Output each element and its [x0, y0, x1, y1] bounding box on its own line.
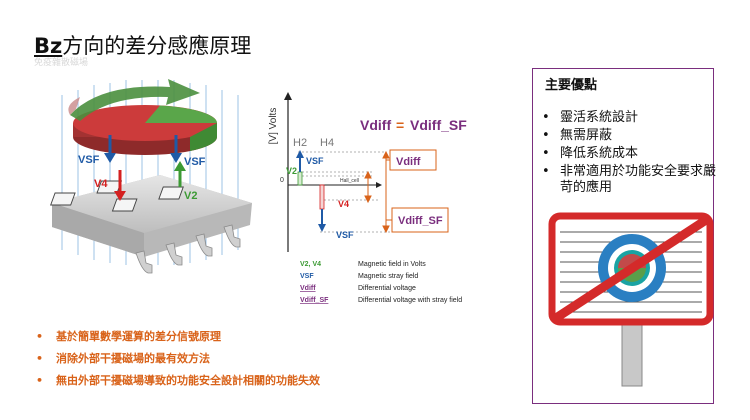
- page-subtitle: 免疫雜散磁場: [34, 58, 89, 68]
- advantage-item: 靈活系統設計: [540, 110, 720, 126]
- page-title: Bz方向的差分感應原理: [34, 30, 251, 60]
- rotating-magnet: [73, 105, 217, 155]
- key-points-list: 基於簡單數學運算的差分信號原理 消除外部干擾磁場的最有效方法 無由外部干擾磁場導…: [34, 330, 320, 396]
- legend-key-v: V2, V4: [300, 261, 321, 268]
- legend-key-vdiff: Vdiff: [300, 285, 316, 292]
- legend-desc-vsf: Magnetic stray field: [358, 273, 418, 280]
- differential-diagram: [V] Volts 0 Hall_cell H2 H4 Vdiff = Vdif…: [268, 92, 467, 304]
- zero-label: 0: [280, 177, 284, 184]
- title-prefix: Bz: [34, 34, 63, 58]
- label-v2-graph: V2: [286, 166, 297, 176]
- v4-bar: [319, 184, 325, 210]
- reference-lines: [298, 151, 392, 233]
- vdiff-sf-box: [391, 207, 449, 233]
- formula-equals: =: [396, 117, 404, 133]
- rotation-arrow-icon: [68, 79, 200, 121]
- formula-left: Vdiff: [360, 117, 391, 133]
- advantage-item: 降低系統成本: [540, 146, 720, 162]
- formula: Vdiff = Vdiff_SF: [360, 117, 467, 133]
- label-v4-graph: V4: [338, 199, 349, 209]
- sensor-illustration: VSF V4 VSF V2: [50, 79, 252, 274]
- advantage-item: 非常適用於功能安全要求嚴苛的應用: [540, 164, 720, 196]
- key-point: 基於簡單數學運算的差分信號原理: [34, 330, 320, 352]
- label-vsf-right: VSF: [184, 156, 206, 168]
- v2-bar: [297, 171, 303, 186]
- label-vsf-left: VSF: [78, 154, 100, 166]
- legend-desc-vdiff: Differential voltage: [358, 285, 416, 292]
- legend-key-vdiff-sf: Vdiff_SF: [300, 297, 329, 304]
- label-v4: V4: [94, 178, 108, 190]
- x-axis-label: Hall_cell: [340, 178, 359, 184]
- label-v2: V2: [184, 190, 197, 202]
- vdiff-box-label: Vdiff: [396, 156, 421, 168]
- vsf-bottom-arrow-icon: [318, 224, 326, 232]
- label-vsf-top: VSF: [306, 156, 324, 166]
- dimension-lines: [364, 150, 390, 234]
- vsf-top-arrow-icon: [296, 150, 304, 158]
- header-h2: H2: [293, 137, 307, 149]
- y-axis-arrow-icon: [284, 92, 292, 100]
- formula-right: Vdiff_SF: [410, 117, 467, 133]
- key-point: 消除外部干擾磁場的最有效方法: [34, 352, 320, 374]
- advantages-list: 靈活系統設計 無需屏蔽 降低系統成本 非常適用於功能安全要求嚴苛的應用: [540, 110, 720, 198]
- legend-desc-vdiff-sf: Differential voltage with stray field: [358, 297, 462, 304]
- legend-key-vsf: VSF: [300, 273, 314, 280]
- field-arrows: [104, 135, 186, 201]
- x-axis-arrow-icon: [376, 182, 382, 188]
- y-axis-label: [V] Volts: [268, 108, 279, 145]
- label-vsf-bottom: VSF: [336, 230, 354, 240]
- vdiff-sf-box-label: Vdiff_SF: [398, 215, 443, 227]
- advantages-title: 主要優點: [545, 78, 598, 93]
- legend: V2, V4 Magnetic field in Volts VSF Magne…: [300, 261, 462, 304]
- key-point: 無由外部干擾磁場導致的功能安全設計相關的功能失效: [34, 374, 320, 396]
- no-shielding-sign-icon: [548, 212, 714, 387]
- ic-package: [50, 175, 252, 274]
- advantage-item: 無需屏蔽: [540, 128, 720, 144]
- legend-desc-v: Magnetic field in Volts: [358, 261, 426, 268]
- title-rest: 方向的差分感應原理: [62, 34, 252, 58]
- header-h4: H4: [320, 137, 334, 149]
